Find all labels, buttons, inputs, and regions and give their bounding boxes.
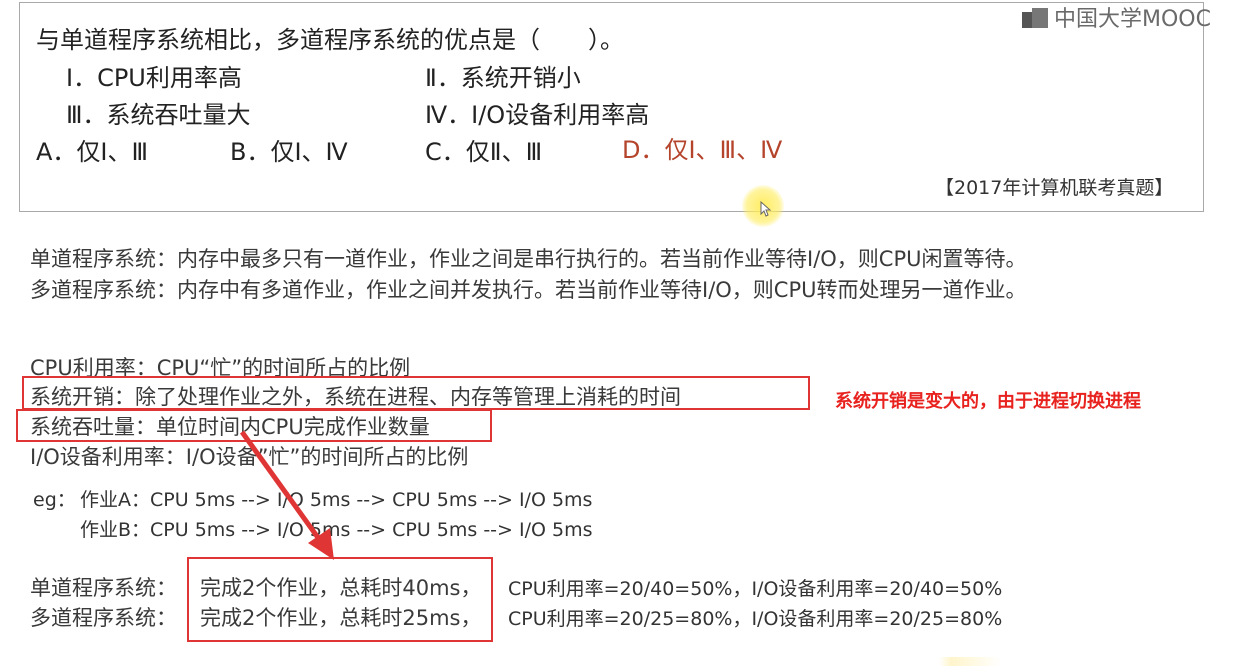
example-job-b: 作业B：CPU 5ms --> I/O 5ms --> CPU 5ms --> … xyxy=(80,519,593,541)
question-box xyxy=(19,2,1204,212)
multi-program-description: 多道程序系统：内存中有多道作业，作业之间并发执行。若当前作业等待I/O，则CPU… xyxy=(30,278,1027,302)
mooc-logo: 中国大学MOOC xyxy=(1022,2,1211,32)
question-item-2: Ⅱ．系统开销小 xyxy=(425,64,581,92)
definition-system-overhead: 系统开销：除了处理作业之外，系统在进程、内存等管理上消耗的时间 xyxy=(30,385,681,409)
result-multi-summary: 完成2个作业，总耗时25ms， xyxy=(200,606,482,630)
bottom-strip xyxy=(0,657,1252,666)
mooc-logo-icon xyxy=(1022,6,1050,28)
result-single-system: 单道程序系统： xyxy=(30,576,177,600)
result-multi-metrics: CPU利用率=20/25=80%，I/O设备利用率=20/25=80% xyxy=(508,608,1003,630)
option-d-answer: D．仅Ⅰ、Ⅲ、Ⅳ xyxy=(622,136,783,164)
mooc-logo-text: 中国大学MOOC xyxy=(1054,7,1211,32)
overhead-annotation: 系统开销是变大的，由于进程切换进程 xyxy=(835,391,1141,412)
definition-io-utilization: I/O设备利用率：I/O设备”忙”的时间所占的比例 xyxy=(30,445,469,469)
question-item-1: Ⅰ．CPU利用率高 xyxy=(66,64,242,92)
question-source: 【2017年计算机联考真题】 xyxy=(935,177,1174,199)
single-program-description: 单道程序系统：内存中最多只有一道作业，作业之间是串行执行的。若当前作业等待I/O… xyxy=(30,247,1027,271)
example-job-a: 作业A：CPU 5ms --> I/O 5ms --> CPU 5ms --> … xyxy=(80,489,593,511)
result-multi-system: 多道程序系统： xyxy=(30,606,177,630)
result-highlight-box xyxy=(187,557,493,642)
mouse-pointer-icon xyxy=(760,201,772,217)
option-b: B．仅Ⅰ、Ⅳ xyxy=(230,138,348,166)
option-a: A．仅Ⅰ、Ⅲ xyxy=(36,138,149,166)
result-single-metrics: CPU利用率=20/40=50%，I/O设备利用率=20/40=50% xyxy=(508,578,1003,600)
result-single-summary: 完成2个作业，总耗时40ms， xyxy=(200,576,482,600)
question-stem: 与单道程序系统相比，多道程序系统的优点是（ ）。 xyxy=(36,26,624,54)
question-item-4: Ⅳ．I/O设备利用率高 xyxy=(425,101,650,129)
overhead-highlight-box xyxy=(22,376,810,410)
example-label: eg： xyxy=(33,489,76,511)
question-item-3: Ⅲ．系统吞吐量大 xyxy=(66,101,251,129)
definition-system-throughput: 系统吞吐量：单位时间内CPU完成作业数量 xyxy=(30,415,430,439)
throughput-highlight-box xyxy=(16,409,492,442)
option-c: C．仅Ⅱ、Ⅲ xyxy=(425,138,543,166)
